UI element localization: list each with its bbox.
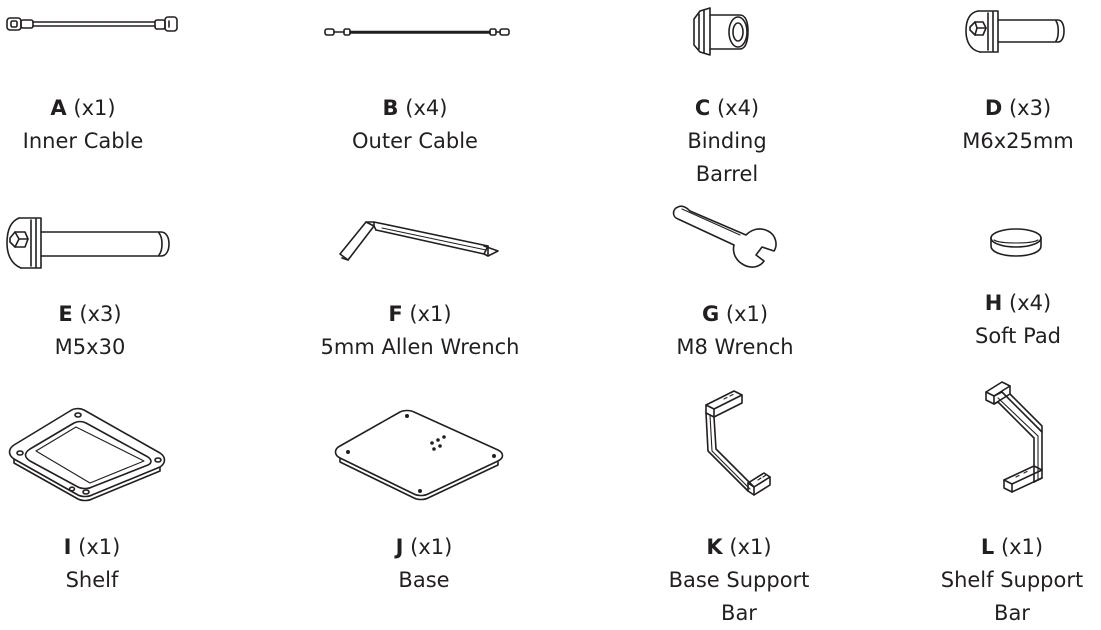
part-name: Bar bbox=[721, 601, 757, 625]
part-name: Outer Cable bbox=[352, 129, 478, 153]
part-e-caption: E (x3) M5x30 bbox=[0, 298, 200, 364]
part-name: M8 Wrench bbox=[676, 335, 794, 359]
part-letter: G bbox=[701, 302, 720, 326]
part-name: Base Support bbox=[668, 568, 810, 592]
part-letter: K bbox=[706, 535, 723, 559]
outer-cable-icon bbox=[324, 28, 510, 36]
part-quantity: (x1) bbox=[409, 302, 452, 326]
part-quantity: (x1) bbox=[1000, 535, 1044, 559]
part-letter: E bbox=[58, 302, 73, 326]
inner-cable-icon bbox=[6, 16, 178, 32]
part-letter: B bbox=[382, 96, 399, 120]
part-d-caption: D (x3) M6x25mm bbox=[908, 92, 1101, 158]
part-quantity: (x4) bbox=[1009, 291, 1052, 315]
part-name: 5mm Allen Wrench bbox=[320, 335, 520, 359]
part-quantity: (x1) bbox=[73, 96, 116, 120]
m8-wrench-icon bbox=[672, 205, 777, 268]
part-a-caption: A (x1) Inner Cable bbox=[0, 92, 193, 158]
part-letter: L bbox=[980, 535, 995, 559]
part-quantity: (x1) bbox=[410, 535, 453, 559]
part-quantity: (x1) bbox=[78, 535, 121, 559]
part-name: Inner Cable bbox=[22, 129, 144, 153]
screw-m6x25-icon bbox=[965, 10, 1065, 53]
part-quantity: (x3) bbox=[79, 302, 122, 326]
part-letter: C bbox=[694, 96, 711, 120]
part-b-caption: B (x4) Outer Cable bbox=[305, 92, 525, 158]
part-letter: J bbox=[395, 535, 404, 559]
part-g-caption: G (x1) M8 Wrench bbox=[625, 298, 845, 364]
shelf-support-bar-icon bbox=[985, 381, 1043, 493]
part-name: Shelf Support bbox=[940, 568, 1084, 592]
part-quantity: (x4) bbox=[405, 96, 448, 120]
part-h-caption: H (x4) Soft Pad bbox=[908, 287, 1101, 353]
screw-m5x30-icon bbox=[6, 217, 170, 269]
part-c-caption: C (x4) Binding Barrel bbox=[617, 92, 837, 191]
binding-barrel-icon bbox=[693, 7, 749, 56]
part-letter: H bbox=[984, 291, 1003, 315]
part-letter: A bbox=[50, 96, 67, 120]
base-plate-icon bbox=[334, 409, 504, 501]
base-support-bar-icon bbox=[705, 390, 771, 496]
part-f-caption: F (x1) 5mm Allen Wrench bbox=[310, 298, 530, 364]
part-name: Binding bbox=[687, 129, 767, 153]
part-k-caption: K (x1) Base Support Bar bbox=[629, 531, 849, 630]
part-letter: D bbox=[984, 96, 1003, 120]
part-name: Barrel bbox=[695, 162, 759, 186]
part-quantity: (x1) bbox=[725, 302, 769, 326]
part-name: Soft Pad bbox=[974, 324, 1062, 348]
allen-wrench-icon bbox=[339, 221, 499, 261]
part-i-caption: I (x1) Shelf bbox=[0, 531, 202, 597]
part-name: M6x25mm bbox=[962, 129, 1074, 153]
part-l-caption: L (x1) Shelf Support Bar bbox=[892, 531, 1101, 630]
part-letter: F bbox=[388, 302, 403, 326]
part-name: Shelf bbox=[65, 568, 119, 592]
part-name: Base bbox=[398, 568, 450, 592]
part-quantity: (x4) bbox=[716, 96, 760, 120]
shelf-icon bbox=[8, 407, 166, 502]
part-j-caption: J (x1) Base bbox=[314, 531, 534, 597]
part-quantity: (x1) bbox=[729, 535, 772, 559]
part-name: M5x30 bbox=[54, 335, 126, 359]
part-name: Bar bbox=[994, 601, 1030, 625]
part-letter: I bbox=[63, 535, 72, 559]
part-quantity: (x3) bbox=[1008, 96, 1052, 120]
soft-pad-icon bbox=[990, 228, 1042, 257]
